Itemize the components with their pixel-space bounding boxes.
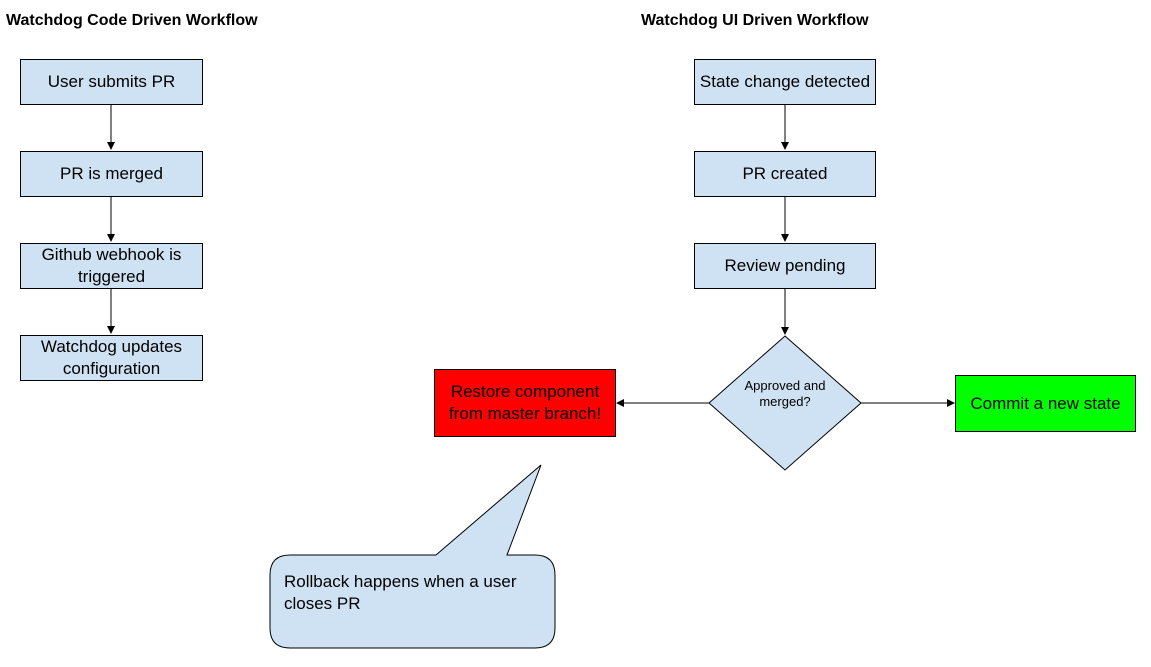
step-label: State change detected — [699, 72, 871, 91]
step-label: Github webhook is triggered — [41, 245, 182, 286]
step-pr-merged: PR is merged — [20, 151, 203, 197]
step-label: Review pending — [724, 256, 846, 275]
commit-label: Commit a new state — [970, 393, 1121, 413]
step-webhook-triggered: Github webhook is triggered — [20, 243, 203, 289]
step-state-change-detected: State change detected — [694, 59, 876, 105]
step-label: PR is merged — [60, 164, 163, 183]
restore-label: Restore component from master branch! — [448, 382, 602, 423]
callout-bubble — [269, 464, 556, 649]
restore-component-box: Restore component from master branch! — [434, 369, 616, 437]
step-pr-created: PR created — [694, 151, 876, 197]
step-user-submits-pr: User submits PR — [20, 59, 203, 105]
callout-text: Rollback happens when a user closes PR — [284, 572, 517, 613]
step-label: PR created — [742, 164, 828, 183]
step-review-pending: Review pending — [694, 243, 876, 289]
step-watchdog-updates: Watchdog updates configuration — [20, 335, 203, 381]
ui-workflow-title: Watchdog UI Driven Workflow — [641, 12, 869, 29]
decision-diamond — [708, 335, 862, 471]
commit-new-state-box: Commit a new state — [955, 375, 1136, 432]
step-label: Watchdog updates configuration — [40, 337, 183, 378]
code-workflow-title: Watchdog Code Driven Workflow — [6, 12, 258, 29]
step-label: User submits PR — [47, 72, 176, 91]
decision-label: Approved and merged? — [744, 378, 826, 409]
